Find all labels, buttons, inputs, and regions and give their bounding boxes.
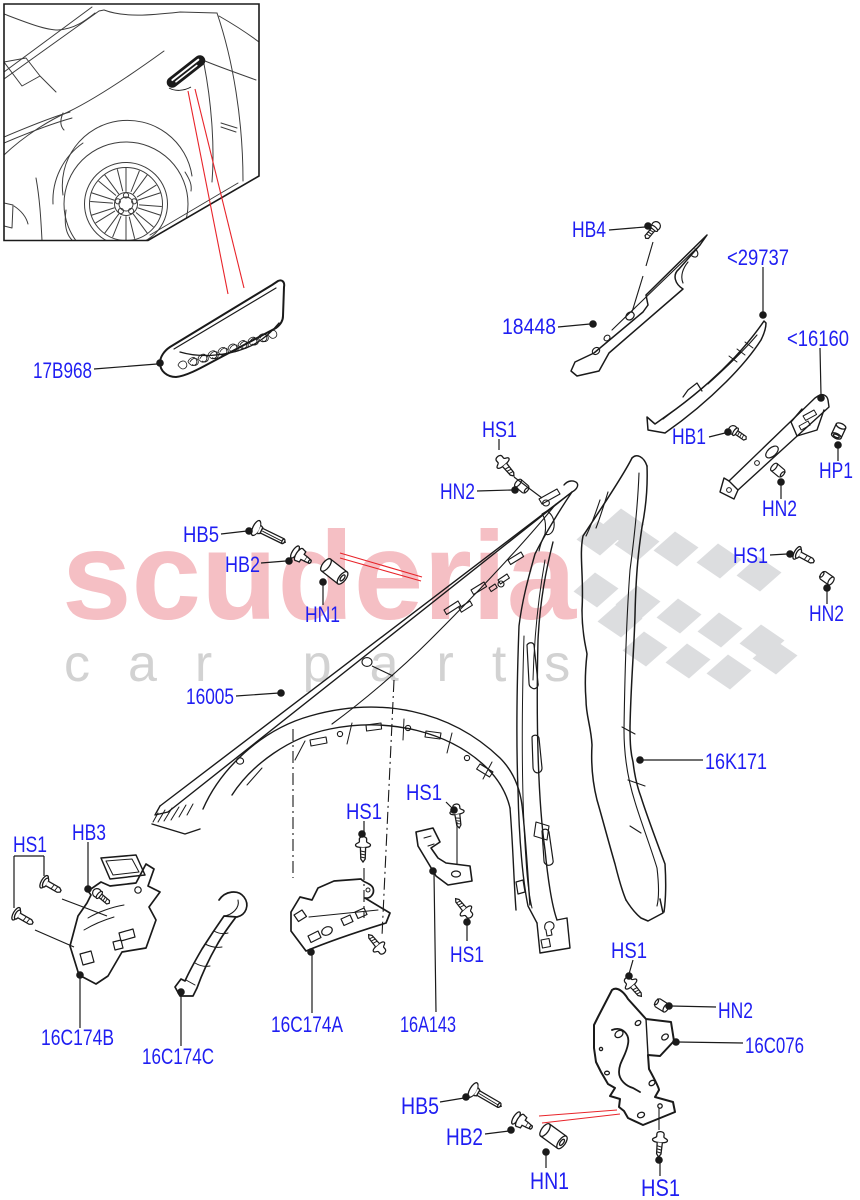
svg-text:<16160: <16160: [787, 326, 849, 351]
svg-text:16A143: 16A143: [400, 1012, 456, 1037]
svg-text:HB4: HB4: [572, 217, 606, 242]
svg-text:HB2: HB2: [225, 552, 260, 577]
svg-text:HB3: HB3: [72, 820, 106, 845]
svg-text:HS1: HS1: [346, 799, 382, 824]
svg-text:HP1: HP1: [819, 458, 853, 483]
svg-text:16005: 16005: [186, 684, 234, 709]
svg-text:HS1: HS1: [13, 832, 47, 857]
svg-text:16C174C: 16C174C: [142, 1044, 214, 1069]
svg-text:car parts: car parts: [64, 635, 608, 693]
svg-text:HN1: HN1: [530, 1168, 569, 1195]
svg-text:16K171: 16K171: [705, 749, 767, 774]
svg-text:HN2: HN2: [762, 496, 797, 521]
svg-text:16C174B: 16C174B: [41, 1025, 114, 1050]
svg-text:HS1: HS1: [733, 543, 768, 568]
svg-text:HB5: HB5: [183, 522, 219, 547]
svg-text:HN2: HN2: [718, 998, 753, 1023]
svg-text:HN1: HN1: [305, 602, 340, 627]
svg-text:HS1: HS1: [450, 942, 484, 967]
svg-text:16C174A: 16C174A: [271, 1012, 343, 1037]
svg-text:HS1: HS1: [641, 1175, 680, 1200]
svg-text:HB5: HB5: [401, 1093, 439, 1120]
svg-text:16C076: 16C076: [745, 1033, 804, 1058]
svg-text:HN2: HN2: [440, 479, 475, 504]
svg-text:HS1: HS1: [611, 938, 647, 963]
svg-text:17B968: 17B968: [33, 358, 92, 383]
svg-text:HB1: HB1: [672, 424, 706, 449]
svg-text:HB2: HB2: [446, 1124, 483, 1151]
svg-text:HN2: HN2: [809, 601, 844, 626]
svg-text:HS1: HS1: [482, 417, 517, 442]
svg-text:HS1: HS1: [406, 780, 442, 805]
svg-text:18448: 18448: [502, 314, 556, 339]
svg-text:<29737: <29737: [727, 245, 789, 270]
